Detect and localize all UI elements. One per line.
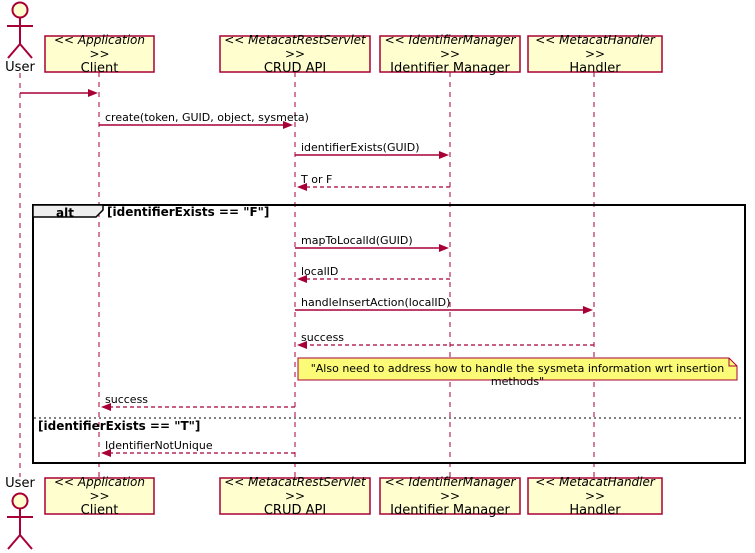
actor-head-top: [11, 1, 29, 19]
actor-leg-right-bottom: [19, 534, 33, 550]
actor-leg-right-top: [19, 43, 33, 59]
participant-stereotype: << MetacatHandler >>: [535, 32, 655, 61]
arrowhead-identifier-exists: [439, 151, 449, 159]
participant-stereotype: << Application >>: [54, 474, 145, 503]
participant-identifier-manager-top: << IdentifierManager >> Identifier Manag…: [380, 32, 520, 76]
message-map-to-local-id: mapToLocalId(GUID): [301, 234, 413, 247]
alt-operator-pentagon: [32, 204, 104, 218]
participant-client-bottom: << Application >> Client: [45, 474, 154, 518]
participant-handler-bottom: << MetacatHandler >> Handler: [528, 474, 662, 518]
participant-crud-api-top: << MetacatRestServlet >> CRUD API: [220, 32, 370, 76]
message-handle-insert-action: handleInsertAction(localID): [301, 296, 451, 309]
participant-name: Handler: [569, 60, 621, 76]
actor-label-bottom: User: [5, 476, 35, 491]
arrowhead-user-to-client: [88, 89, 98, 97]
actor-head-bottom: [11, 492, 29, 510]
arrowhead-handle-insert-action: [583, 306, 593, 314]
note-shape: [297, 357, 738, 381]
participant-name: CRUD API: [263, 60, 327, 76]
actor-label-top: User: [5, 60, 35, 75]
return-messages: [110, 186, 594, 454]
participant-stereotype: << Application >>: [54, 32, 145, 61]
message-identifier-exists: identifierExists(GUID): [301, 141, 420, 154]
participant-box-handler-bottom: [527, 477, 663, 515]
participant-name: Identifier Manager: [390, 502, 510, 518]
arrowhead-create: [283, 121, 293, 129]
actor-leg-left-bottom: [7, 534, 21, 550]
sync-arrowheads: [88, 89, 593, 314]
note-text: "Also need to address how to handle the …: [310, 362, 725, 388]
participant-boxes-bottom: [44, 477, 663, 515]
alt-frame-border: [32, 204, 746, 464]
arrowhead-map-to-local-id: [439, 244, 449, 252]
participant-name: Handler: [569, 502, 621, 518]
participant-stereotype: << MetacatRestServlet >>: [224, 474, 366, 503]
participant-stereotype: << IdentifierManager >>: [384, 32, 516, 61]
participant-box-crud-api-bottom: [219, 477, 371, 515]
alt-condition-false: [identifierExists == "F"]: [107, 205, 270, 219]
note-fold-corner: [728, 358, 737, 367]
arrowhead-identifier-not-unique: [101, 449, 111, 457]
alt-operator-label: alt: [56, 206, 74, 220]
message-identifier-not-unique: IdentifierNotUnique: [105, 439, 213, 452]
actor-leg-left-top: [7, 43, 21, 59]
participant-handler-top: << MetacatHandler >> Handler: [528, 32, 662, 76]
participant-name: CRUD API: [263, 502, 327, 518]
message-t-or-f: T or F: [301, 173, 333, 186]
sync-messages: [20, 92, 584, 311]
participant-name: Client: [80, 502, 119, 518]
participant-client-top: << Application >> Client: [45, 32, 154, 76]
arrowhead-t-or-f: [297, 183, 307, 191]
arrowhead-local-id: [297, 275, 307, 283]
participant-stereotype: << MetacatHandler >>: [535, 474, 655, 503]
message-create: create(token, GUID, object, sysmeta): [105, 111, 309, 124]
participant-boxes-top: [44, 35, 663, 73]
participant-box-identifier-manager-top: [379, 35, 521, 73]
participant-identifier-manager-bottom: << IdentifierManager >> Identifier Manag…: [380, 474, 520, 518]
participant-name: Identifier Manager: [390, 60, 510, 76]
participant-stereotype: << IdentifierManager >>: [384, 474, 516, 503]
return-arrowheads: [101, 183, 307, 457]
actor-figure-top: [7, 1, 33, 59]
arrowhead-success-from-handler: [297, 341, 307, 349]
participant-crud-api-bottom: << MetacatRestServlet >> CRUD API: [220, 474, 370, 518]
message-local-id: localID: [301, 265, 339, 278]
participant-box-client-bottom: [44, 477, 155, 515]
participant-box-identifier-manager-bottom: [379, 477, 521, 515]
participant-box-handler-top: [527, 35, 663, 73]
participant-box-crud-api-top: [219, 35, 371, 73]
alt-condition-true: [identifierExists == "T"]: [38, 419, 201, 433]
arrowhead-success-to-client: [101, 403, 111, 411]
actor-figure-bottom: [7, 492, 33, 550]
message-success-to-client: success: [105, 393, 149, 406]
participant-box-client-top: [44, 35, 155, 73]
message-success-from-handler: success: [301, 331, 345, 344]
participant-stereotype: << MetacatRestServlet >>: [224, 32, 366, 61]
lifelines: [19, 72, 595, 478]
participant-name: Client: [80, 60, 119, 76]
